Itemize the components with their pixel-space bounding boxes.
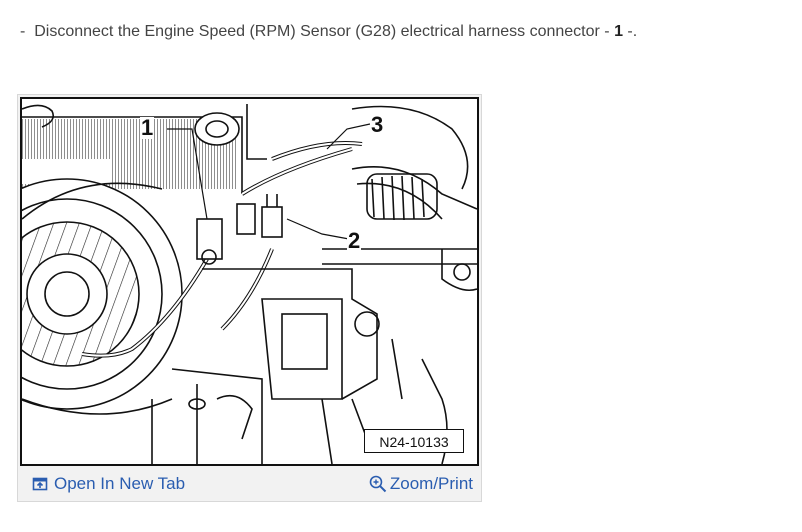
step-text-end: -. [627,23,638,40]
zoom-print-label: Zoom/Print [389,474,473,493]
step-text: Disconnect the Engine Speed (RPM) Sensor… [34,23,610,40]
figure-id-label: N24-10133 [364,429,464,453]
figure-card: 1 2 3 N24-10133 Open In New Tab Zoom/Pri… [17,94,482,502]
engine-line-drawing [22,104,477,464]
callout-2: 2 [347,228,362,253]
open-in-new-tab-link[interactable]: Open In New Tab [32,474,185,494]
open-in-new-tab-label: Open In New Tab [54,474,186,493]
step-callout-ref: 1 [614,23,623,40]
figure-footer: Open In New Tab Zoom/Print [18,467,481,501]
zoom-print-link[interactable]: Zoom/Print [369,474,473,494]
open-new-tab-icon [32,477,48,491]
engine-illustration: 1 2 3 N24-10133 [20,97,479,466]
zoom-icon [369,475,387,493]
instruction-step: - Disconnect the Engine Speed (RPM) Sens… [20,22,637,42]
step-bullet: - [20,23,26,40]
callout-3: 3 [370,112,385,137]
callout-1: 1 [140,115,155,140]
